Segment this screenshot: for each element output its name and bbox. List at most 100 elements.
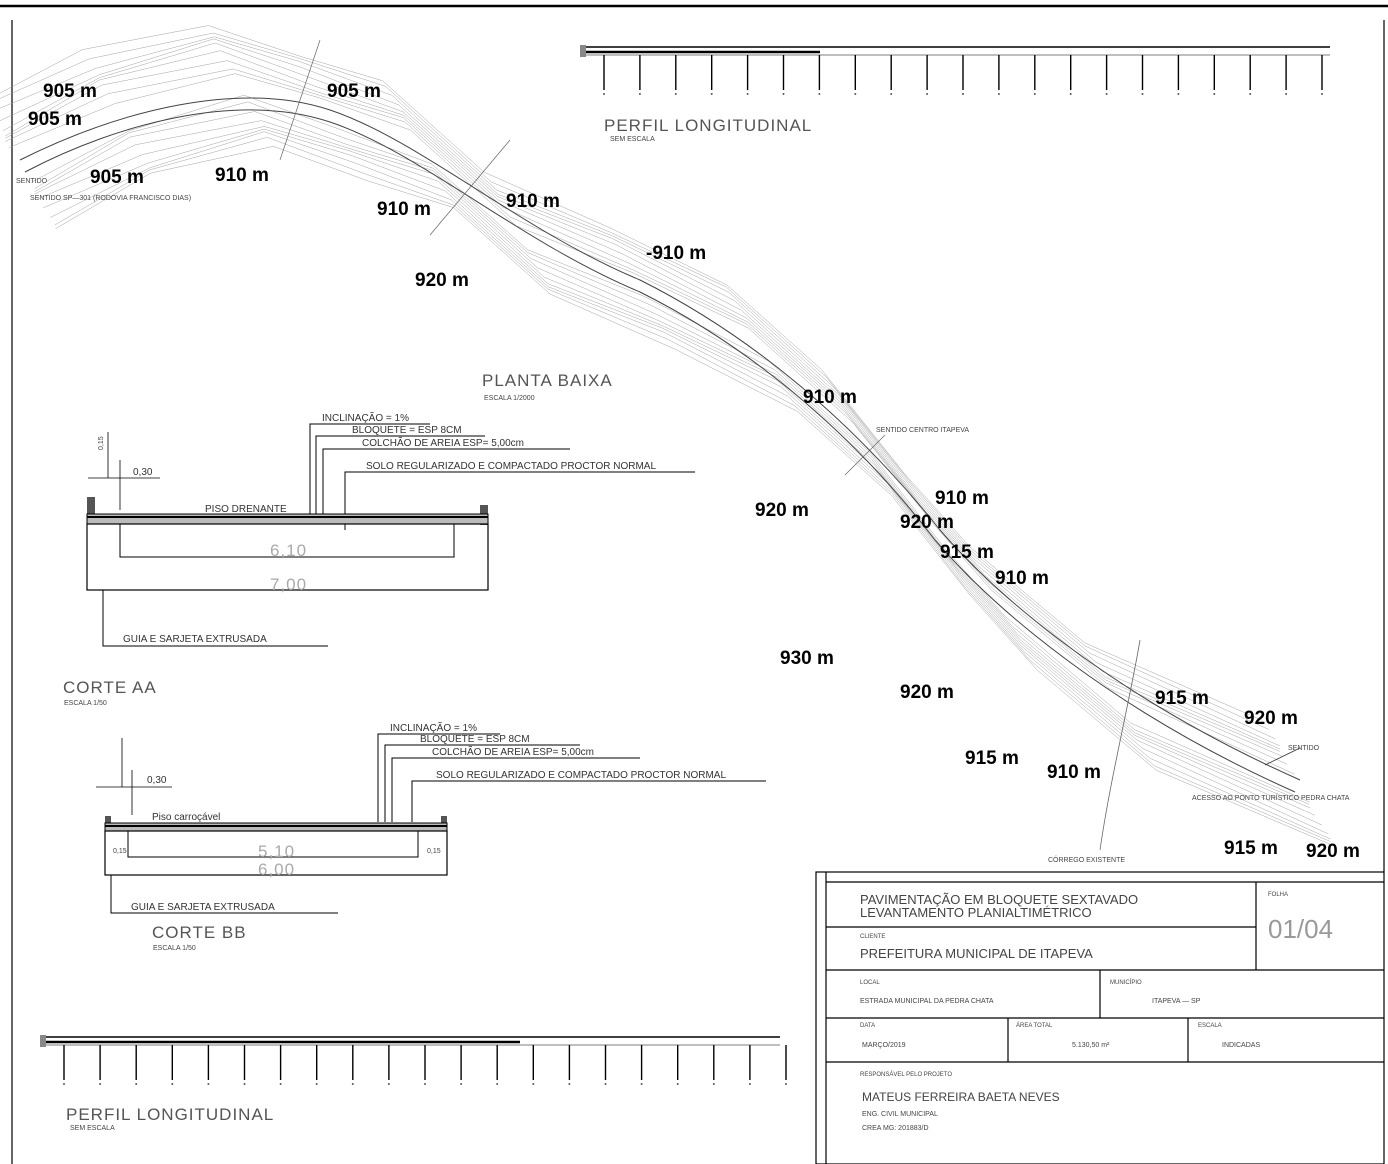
contour-line xyxy=(43,128,1329,835)
contour-line xyxy=(30,94,1310,803)
corte-bb-scale: ESCALA 1/50 xyxy=(153,945,196,952)
tb-area: 5.130,50 m² xyxy=(1072,1042,1110,1049)
profile-tick-mark xyxy=(638,93,641,95)
contour-line xyxy=(0,36,1276,740)
profile-tick-mark xyxy=(676,1083,679,1085)
bb-guia: GUIA E SARJETA EXTRUSADA xyxy=(131,902,275,913)
profile-tick-mark xyxy=(710,93,713,95)
profile-tick-mark xyxy=(1249,93,1252,95)
bb-dim-030: 0,30 xyxy=(147,775,167,786)
title-block-text: PAVIMENTAÇÃO EM BLOQUETE SEXTAVADO LEVAN… xyxy=(860,892,1333,1132)
profile-tick-mark xyxy=(496,1083,499,1085)
corte-aa-title: CORTE AA xyxy=(63,678,157,697)
profile-tick-mark xyxy=(1213,93,1216,95)
tb-folha-label: FOLHA xyxy=(1268,892,1288,898)
elevation-label: 920 m xyxy=(755,500,809,521)
profile-tick-mark xyxy=(604,1083,607,1085)
tb-area-label: ÁREA TOTAL xyxy=(1016,1022,1053,1029)
elevation-label: -910 m xyxy=(646,243,706,264)
contour-line xyxy=(34,101,1310,805)
tb-municipio: ITAPEVA — SP xyxy=(1152,998,1201,1005)
profile-tick-mark xyxy=(568,1083,571,1085)
bb-inclinacao: INCLINAÇÃO = 1% xyxy=(390,721,477,734)
plan-view xyxy=(0,25,1331,851)
profile-tick-mark xyxy=(207,1083,210,1085)
tb-cliente-label: CLIENTE xyxy=(860,934,885,940)
profile-tick-mark xyxy=(746,93,749,95)
tb-local: ESTRADA MUNICIPAL DA PEDRA CHATA xyxy=(860,998,994,1005)
profile-tick-mark xyxy=(785,1083,787,1085)
tb-project-line2: LEVANTAMENTO PLANIALTIMÉTRICO xyxy=(860,905,1092,920)
bb-colchao: COLCHÃO DE AREIA ESP= 5,00cm xyxy=(432,745,594,758)
elevation-label: 915 m xyxy=(940,542,994,563)
contour-line xyxy=(34,120,1315,816)
bb-bloquete: BLOQUETE = ESP 8CM xyxy=(420,734,530,745)
contour-line xyxy=(0,25,1263,721)
sentido-center-note: SENTIDO CENTRO ITAPEVA xyxy=(876,427,969,434)
profile-tick-mark xyxy=(1105,93,1108,95)
tb-escala: INDICADAS xyxy=(1222,1042,1260,1049)
elevation-label: 915 m xyxy=(1155,688,1209,709)
elevation-label: 905 m xyxy=(327,81,381,102)
aa-colchao: COLCHÃO DE AREIA ESP= 5,00cm xyxy=(362,436,524,449)
elevation-label: 930 m xyxy=(780,648,834,669)
planta-title: PLANTA BAIXA xyxy=(482,371,613,390)
perfil-top-title: PERFIL LONGITUDINAL xyxy=(604,116,812,135)
corte-aa-scale: ESCALA 1/50 xyxy=(64,700,107,707)
road-edge-top xyxy=(19,97,1301,781)
tb-folha: 01/04 xyxy=(1268,914,1333,944)
perfil-top-ticks xyxy=(603,55,1323,95)
sentido-left-note: SENTIDO SP—301 (RODOVIA FRANCISCO DIAS) xyxy=(30,195,191,202)
bb-dim-015a: 0,15 xyxy=(113,848,127,855)
contour-line xyxy=(0,38,1280,747)
profile-tick-mark xyxy=(1033,93,1036,95)
aa-solo: SOLO REGULARIZADO E COMPACTADO PROCTOR N… xyxy=(366,461,656,472)
profile-tick-mark xyxy=(782,93,785,95)
aa-dim-outer: 7,00 xyxy=(270,575,307,594)
profile-tick-mark xyxy=(640,1083,643,1085)
tb-data-label: DATA xyxy=(860,1023,875,1029)
contour-line xyxy=(8,73,1295,775)
bb-piso: Piso carroçável xyxy=(152,812,220,823)
profile-tick-mark xyxy=(1141,93,1144,95)
corrego-note: CÓRREGO EXISTENTE xyxy=(1048,855,1125,864)
perfil-bottom-ticks xyxy=(63,1045,787,1085)
elevation-label: 910 m xyxy=(215,165,269,186)
elevation-label: 920 m xyxy=(900,512,954,533)
profile-tick-mark xyxy=(1177,93,1180,95)
profile-tick-mark xyxy=(135,1083,138,1085)
profile-tick-mark xyxy=(243,1083,246,1085)
profile-tick-mark xyxy=(315,1083,318,1085)
perfil-bottom-title: PERFIL LONGITUDINAL xyxy=(66,1105,274,1124)
profile-tick-mark xyxy=(854,93,857,95)
elevation-label: 910 m xyxy=(803,387,857,408)
profile-tick-mark xyxy=(460,1083,463,1085)
perfil-top-scale: SEM ESCALA xyxy=(610,136,655,143)
aa-piso: PISO DRENANTE xyxy=(205,504,287,515)
elevation-label: 910 m xyxy=(995,568,1049,589)
elevation-label: 915 m xyxy=(965,748,1019,769)
profile-tick-mark xyxy=(63,1083,65,1085)
corte-bb: INCLINAÇÃO = 1% BLOQUETE = ESP 8CM COLCH… xyxy=(96,721,766,952)
elevation-label: 910 m xyxy=(935,488,989,509)
elevation-label: 910 m xyxy=(506,191,560,212)
title-block xyxy=(815,871,1385,1164)
profile-tick-mark xyxy=(1321,93,1323,95)
bb-dim-outer: 6,00 xyxy=(258,860,295,879)
profile-tick-mark xyxy=(603,93,605,95)
elevation-label: 920 m xyxy=(415,270,469,291)
tb-data: MARÇO/2019 xyxy=(862,1042,906,1049)
corte-aa: INCLINAÇÃO = 1% BLOQUETE = ESP 8CM COLCH… xyxy=(63,411,695,707)
tb-resp-label: RESPONSÁVEL PELO PROJETO xyxy=(860,1071,952,1078)
elevation-label: 920 m xyxy=(1306,841,1360,862)
aa-dim-030: 0,30 xyxy=(133,467,153,478)
profile-tick-mark xyxy=(997,93,1000,95)
profile-tick-mark xyxy=(962,93,964,95)
elevation-label: 905 m xyxy=(28,109,82,130)
aa-guia: GUIA E SARJETA EXTRUSADA xyxy=(123,634,267,645)
planta-scale: ESCALA 1/2000 xyxy=(484,395,535,402)
profile-tick-mark xyxy=(387,1083,390,1085)
profile-tick-mark xyxy=(171,1083,174,1085)
elevation-label: 915 m xyxy=(1224,838,1278,859)
contour-line xyxy=(37,126,1323,826)
